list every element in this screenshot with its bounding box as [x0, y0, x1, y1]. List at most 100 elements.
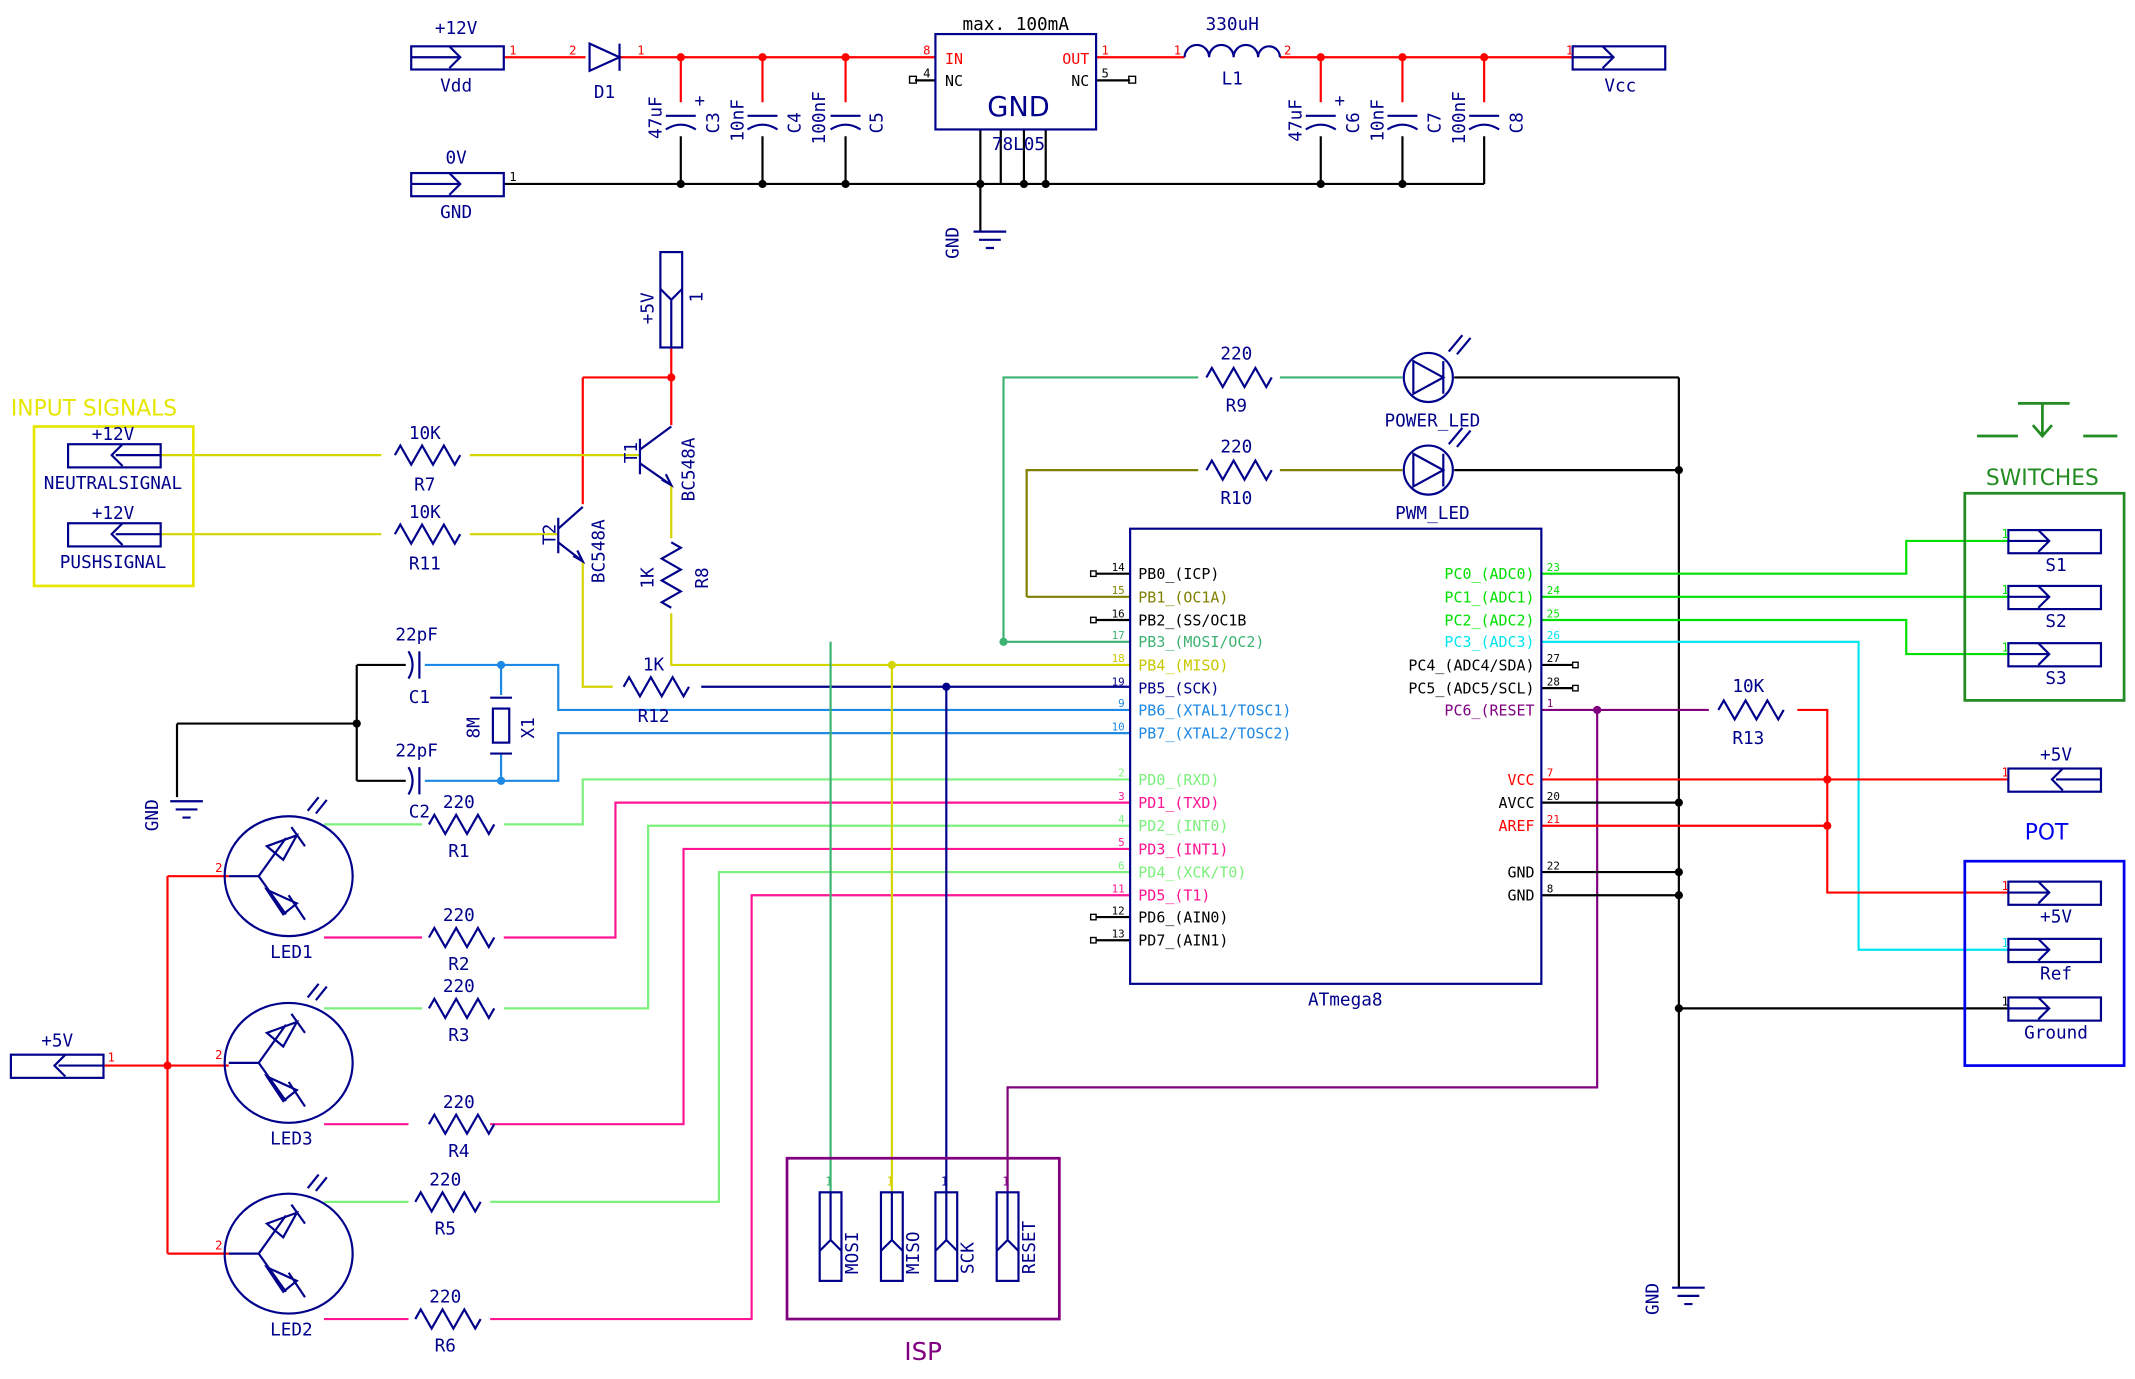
junction — [1674, 891, 1683, 900]
svg-text:C8: C8 — [1507, 112, 1527, 133]
svg-text:T2: T2 — [541, 524, 561, 545]
supply-connector-5v-vertical: +5V 1 — [639, 250, 708, 349]
svg-text:PB0_(ICP): PB0_(ICP) — [1138, 565, 1219, 583]
svg-text:47uF: 47uF — [647, 96, 667, 139]
mcu-pin-pd3: PD3_(INT1)5 — [1118, 836, 1228, 858]
svg-text:+12V: +12V — [92, 425, 135, 445]
svg-text:100nF: 100nF — [810, 91, 830, 144]
junction — [1398, 179, 1407, 189]
svg-text:R5: R5 — [435, 1220, 456, 1240]
svg-text:1: 1 — [1174, 44, 1181, 58]
svg-text:SCK: SCK — [959, 1242, 979, 1274]
svg-text:1: 1 — [2002, 527, 2009, 541]
mcu-pin-pd1: PD1_(TXD)3 — [1118, 790, 1219, 812]
resistor-r8: 1K R8 — [639, 541, 713, 609]
svg-text:1: 1 — [886, 1174, 893, 1188]
svg-text:PWM_LED: PWM_LED — [1395, 504, 1470, 524]
svg-text:GND: GND — [944, 227, 964, 259]
mcu-pin-pb7: PB7_(XTAL2/TOSC2) 10 — [1112, 720, 1292, 742]
svg-text:T1: T1 — [622, 442, 642, 463]
svg-text:1: 1 — [688, 292, 708, 303]
svg-text:R13: R13 — [1732, 729, 1764, 749]
svg-text:1: 1 — [2002, 640, 2009, 654]
power-led: POWER_LED — [1385, 334, 1480, 432]
switch-connector-s3: S3 1 — [2002, 640, 2103, 689]
svg-text:GND: GND — [1507, 887, 1534, 905]
input-signals-group: INPUT SIGNALS +12V NEUTRALSIGNAL +12V PU… — [11, 397, 195, 588]
svg-text:14: 14 — [1112, 561, 1126, 574]
svg-text:3: 3 — [1118, 790, 1125, 803]
svg-text:GND: GND — [1643, 1283, 1663, 1315]
junction — [667, 373, 676, 382]
main-ground-symbol: GND — [1643, 1283, 1706, 1315]
junction — [1316, 53, 1325, 62]
svg-text:PC4_(ADC4/SDA): PC4_(ADC4/SDA) — [1408, 656, 1534, 674]
svg-text:1K: 1K — [639, 567, 659, 589]
svg-text:2: 2 — [215, 1048, 222, 1062]
right-supply-connector: +5V 1 — [2002, 745, 2103, 793]
svg-text:6: 6 — [1118, 859, 1125, 872]
svg-text:1: 1 — [2002, 936, 2009, 950]
capacitor-c5: 100nF C5 — [810, 91, 887, 144]
svg-text:16: 16 — [1112, 607, 1125, 620]
mcu-pin-pd5: PD5_(T1)11 — [1112, 883, 1211, 905]
resistor-r13: 10K R13 — [1717, 677, 1785, 749]
svg-text:1: 1 — [1002, 1174, 1009, 1188]
svg-text:R10: R10 — [1220, 489, 1252, 509]
svg-text:1: 1 — [108, 1050, 115, 1064]
svg-text:22pF: 22pF — [395, 741, 438, 761]
svg-text:NC: NC — [945, 72, 963, 90]
svg-text:2: 2 — [215, 861, 222, 875]
svg-text:C2: C2 — [409, 803, 430, 823]
svg-text:PB7_(XTAL2/TOSC2): PB7_(XTAL2/TOSC2) — [1138, 725, 1291, 743]
svg-text:+12V: +12V — [435, 19, 478, 39]
svg-text:PB5_(SCK): PB5_(SCK) — [1138, 680, 1219, 698]
svg-text:OUT: OUT — [1062, 50, 1089, 68]
svg-text:R9: R9 — [1226, 397, 1247, 417]
junction — [976, 179, 985, 189]
resistor-r10: 220 R10 — [1205, 437, 1273, 509]
vdd-connector: +12V Vdd 1 — [410, 19, 517, 96]
svg-text:S1: S1 — [2045, 556, 2066, 576]
svg-text:PC3_(ADC3): PC3_(ADC3) — [1444, 633, 1534, 651]
svg-text:C3: C3 — [704, 112, 724, 133]
capacitor-c8: 100nF C8 — [1450, 91, 1527, 144]
svg-text:10: 10 — [1112, 720, 1125, 733]
svg-text:C7: C7 — [1426, 112, 1446, 133]
svg-text:R3: R3 — [448, 1026, 469, 1046]
svg-text:RESET: RESET — [1020, 1220, 1040, 1274]
svg-text:PD4_(XCK/T0): PD4_(XCK/T0) — [1138, 864, 1246, 882]
capacitor-c3: + 47uF C3 — [647, 91, 724, 139]
svg-text:19: 19 — [1112, 675, 1125, 688]
svg-text:INPUT SIGNALS: INPUT SIGNALS — [11, 397, 177, 422]
svg-text:GND: GND — [143, 799, 163, 831]
svg-text:AVCC: AVCC — [1498, 794, 1534, 812]
svg-text:Vcc: Vcc — [1604, 76, 1636, 96]
svg-text:22: 22 — [1547, 859, 1560, 872]
svg-text:LED3: LED3 — [270, 1130, 313, 1150]
svg-text:PC1_(ADC1): PC1_(ADC1) — [1444, 588, 1534, 606]
mcu-pin-pb1: PB1_(OC1A)15 — [1112, 584, 1229, 606]
junction — [496, 660, 506, 670]
mcu-pin-pd6: PD6_(AIN0)12 — [1089, 904, 1228, 927]
svg-text:Ground: Ground — [2024, 1023, 2088, 1043]
junction — [1674, 1004, 1683, 1013]
svg-text:IN: IN — [945, 50, 963, 68]
svg-text:MOSI: MOSI — [843, 1231, 863, 1274]
svg-text:S3: S3 — [2045, 669, 2066, 689]
svg-text:220: 220 — [443, 906, 475, 926]
svg-text:R8: R8 — [693, 567, 713, 588]
svg-text:21: 21 — [1547, 813, 1560, 826]
svg-text:13: 13 — [1112, 927, 1125, 940]
svg-text:11: 11 — [1112, 883, 1125, 896]
svg-text:NC: NC — [1071, 72, 1089, 90]
mcu-pin-pd4: PD4_(XCK/T0) 6 — [1118, 859, 1246, 881]
diode-d1: D1 2 1 — [569, 41, 645, 103]
svg-text:PD3_(INT1): PD3_(INT1) — [1138, 840, 1228, 858]
